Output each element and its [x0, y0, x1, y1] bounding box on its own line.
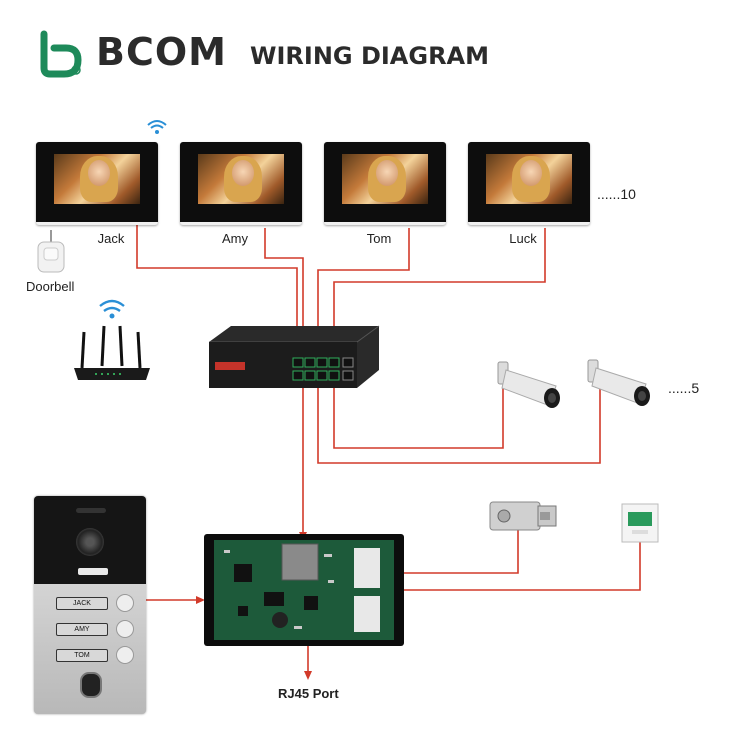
wire-camera-2: [317, 380, 601, 464]
more-monitors-label: ......10: [597, 186, 636, 202]
doorbell-icon: [37, 230, 65, 273]
router-icon: [74, 299, 150, 380]
wire-luck: [333, 228, 546, 340]
monitor-label-luck: Luck: [509, 231, 537, 246]
monitor-screen: [54, 154, 140, 204]
wire-camera-1: [333, 380, 504, 449]
monitor-label-tom: Tom: [366, 231, 392, 246]
door-station-button-label: TOM: [56, 649, 108, 662]
poe-switch-icon: [209, 325, 380, 388]
monitor-label-jack: Jack: [97, 231, 125, 246]
monitor-screen: [486, 154, 572, 204]
monitor-luck: [468, 142, 590, 225]
door-station-icon: JACK AMY TOM: [34, 496, 146, 714]
monitor-screen: [198, 154, 284, 204]
monitor-amy: [180, 142, 302, 225]
rj45-port-label: RJ45 Port: [278, 686, 339, 701]
monitor-label-amy: Amy: [222, 231, 248, 246]
call-button: [116, 620, 134, 638]
wifi-icon: [147, 120, 167, 134]
bcom-logo-icon: [40, 30, 82, 78]
wire-tom: [317, 228, 410, 340]
page-title: WIRING DIAGRAM: [250, 42, 490, 70]
door-lock-icon: [489, 501, 557, 531]
camera-icon: [587, 359, 650, 406]
monitor-tom: [324, 142, 446, 225]
monitor-jack: [36, 142, 158, 225]
wire-amy: [264, 228, 304, 340]
exit-button-icon: [621, 503, 659, 543]
wire-jack: [136, 225, 298, 340]
wire-lock: [380, 530, 519, 574]
door-station-button-label: JACK: [56, 597, 108, 610]
more-cameras-label: ......5: [668, 380, 700, 396]
camera-icon: [497, 361, 560, 408]
monitor-screen: [342, 154, 428, 204]
call-button: [116, 646, 134, 664]
call-button: [116, 594, 134, 612]
door-station-button-label: AMY: [56, 623, 108, 636]
doorbell-label: Doorbell: [26, 279, 75, 294]
wire-exit: [380, 540, 641, 591]
brand-name: BCOM: [96, 30, 227, 74]
control-board-icon: [204, 534, 404, 646]
